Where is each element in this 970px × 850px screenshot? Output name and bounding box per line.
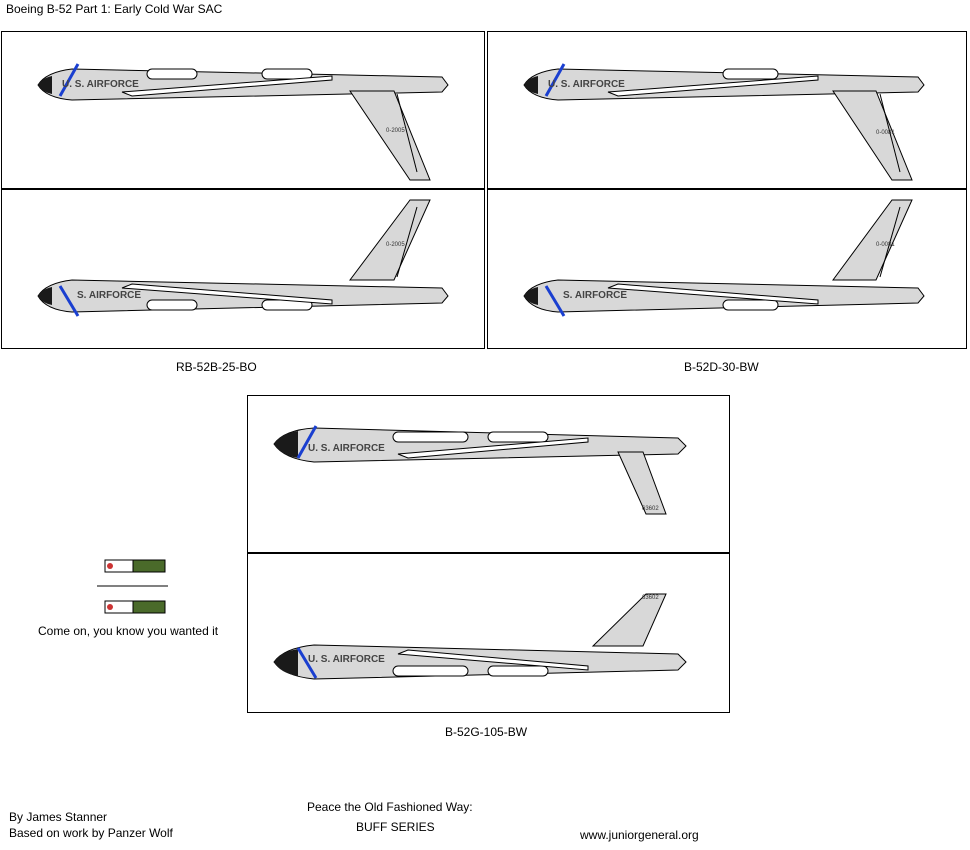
panel-divider xyxy=(488,188,966,190)
fuselage-marking-top: U. S. AIRFORCE xyxy=(548,79,625,90)
tail-serial-bottom: 0-2005 xyxy=(386,242,405,248)
panel-caption-b52d: B-52D-30-BW xyxy=(684,360,759,374)
panel-b52g: U. S. AIRFORCE U. S. AIRFORCE 63602 6360… xyxy=(247,395,730,713)
panel-caption-rb52b: RB-52B-25-BO xyxy=(176,360,257,374)
website-link[interactable]: www.juniorgeneral.org xyxy=(580,828,699,842)
tail-serial-top: 63602 xyxy=(642,506,659,512)
panel-b52d: U. S. AIRFORCE S. AIRFORCE 0-0081 0-0081 xyxy=(487,31,967,349)
page-title: Boeing B-52 Part 1: Early Cold War SAC xyxy=(6,2,223,16)
panel-caption-b52g: B-52G-105-BW xyxy=(445,725,528,739)
tail-serial-top: 0-2005 xyxy=(386,128,405,134)
fuselage-marking-bottom: S. AIRFORCE xyxy=(563,290,628,301)
panel-divider xyxy=(248,552,729,554)
tail-serial-top: 0-0081 xyxy=(876,130,895,136)
tail-serial-bottom: 0-0081 xyxy=(876,242,895,248)
fuselage-marking-bottom: S. AIRFORCE xyxy=(77,290,142,301)
based-on-credit: Based on work by Panzer Wolf xyxy=(9,826,173,840)
panel-rb52b: U. S. AIRFORCE S. AIRFORCE 0-2005 0-2005 xyxy=(1,31,485,349)
fuselage-marking-bottom: U. S. AIRFORCE xyxy=(308,654,385,665)
fuselage-marking-top: U. S. AIRFORCE xyxy=(308,443,385,454)
series-name: BUFF SERIES xyxy=(356,820,435,834)
series-title: Peace the Old Fashioned Way: xyxy=(307,800,473,814)
tail-serial-bottom: 63602 xyxy=(642,595,659,601)
bonus-caption: Come on, you know you wanted it xyxy=(38,624,219,638)
fuselage-marking-top: U. S. AIRFORCE xyxy=(62,79,139,90)
missile-bottom-icon xyxy=(104,600,166,614)
author-credit: By James Stanner xyxy=(9,810,108,824)
missile-top-icon xyxy=(104,559,166,573)
panel-divider xyxy=(2,188,484,190)
